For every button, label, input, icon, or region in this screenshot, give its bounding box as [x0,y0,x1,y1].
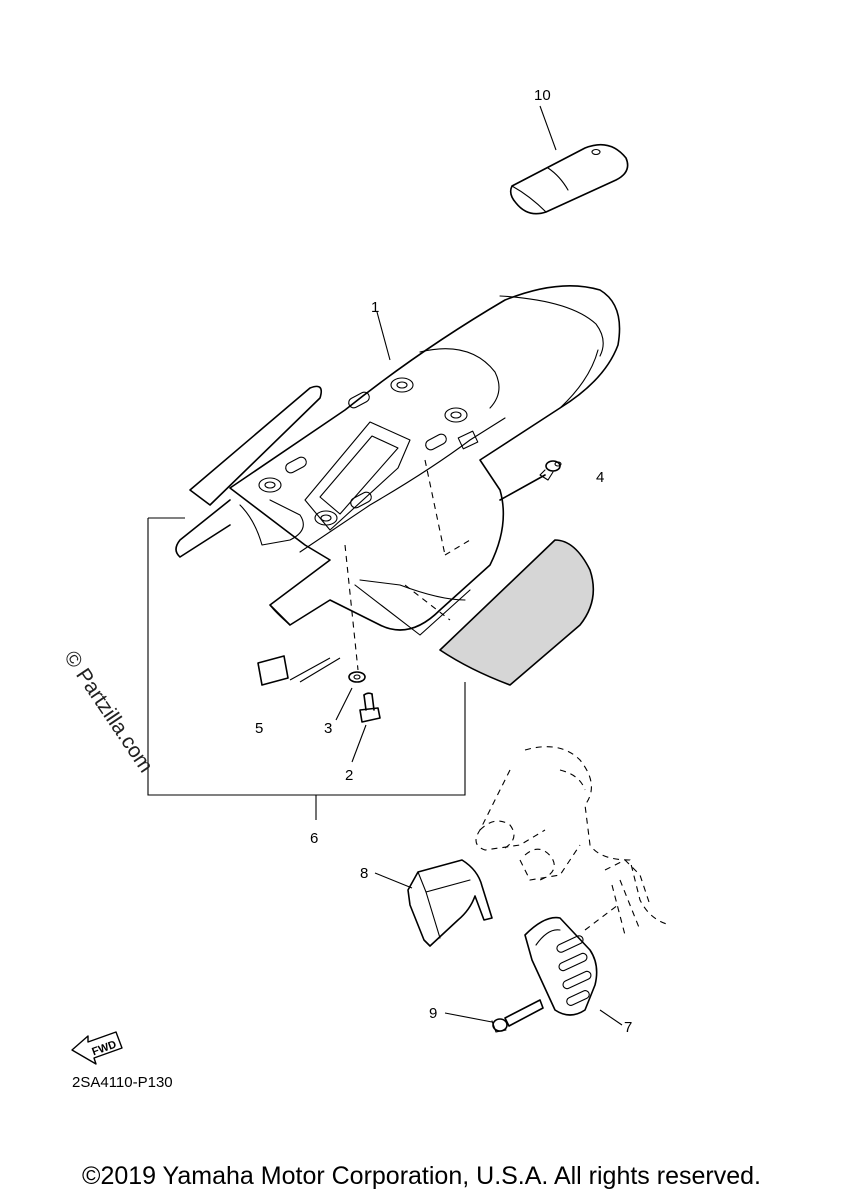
assembly-line-bolt [344,544,359,671]
bracket-6-inner [299,657,341,683]
lead-8 [374,872,413,889]
assembly-line-7 [584,904,619,931]
callout-5: 5 [255,720,263,737]
callout-10: 10 [534,87,551,104]
part-5-pad [257,655,289,686]
part-9-bolt [491,999,544,1033]
callout-8: 8 [360,865,368,882]
part-8-guard [407,859,493,947]
callout-1: 1 [371,299,379,316]
part-2-bolt [359,692,381,723]
fwd-arrow-icon: FWD [71,1031,123,1065]
part-3-washer [348,671,366,683]
part-1-rear-fender [175,285,621,636]
part-mud-flap [439,539,595,686]
callout-3: 3 [324,720,332,737]
assembly-line-rear-tick [444,539,471,556]
callout-4: 4 [596,469,604,486]
bracket-6 [147,518,466,796]
lead-2 [351,724,367,763]
diagram-code: 2SA4110-P130 [72,1074,173,1091]
part-7-heat-shield [524,916,598,1016]
callout-9: 9 [429,1005,437,1022]
assembly-line-flap [404,584,451,621]
lead-10 [539,105,557,151]
lead-7 [599,1009,623,1026]
frame-reference [475,746,671,936]
assembly-line-rear [424,459,446,556]
callout-2: 2 [345,767,353,784]
lead-3 [335,687,353,721]
lead-1 [376,311,391,361]
part-4-screw [499,460,562,501]
callout-7: 7 [624,1019,632,1036]
copyright-notice: ©2019 Yamaha Motor Corporation, U.S.A. A… [82,1162,761,1190]
lead-9 [444,1012,493,1023]
part-10-fender-cover [509,143,629,215]
callout-6: 6 [310,830,318,847]
lead-5 [289,657,331,681]
